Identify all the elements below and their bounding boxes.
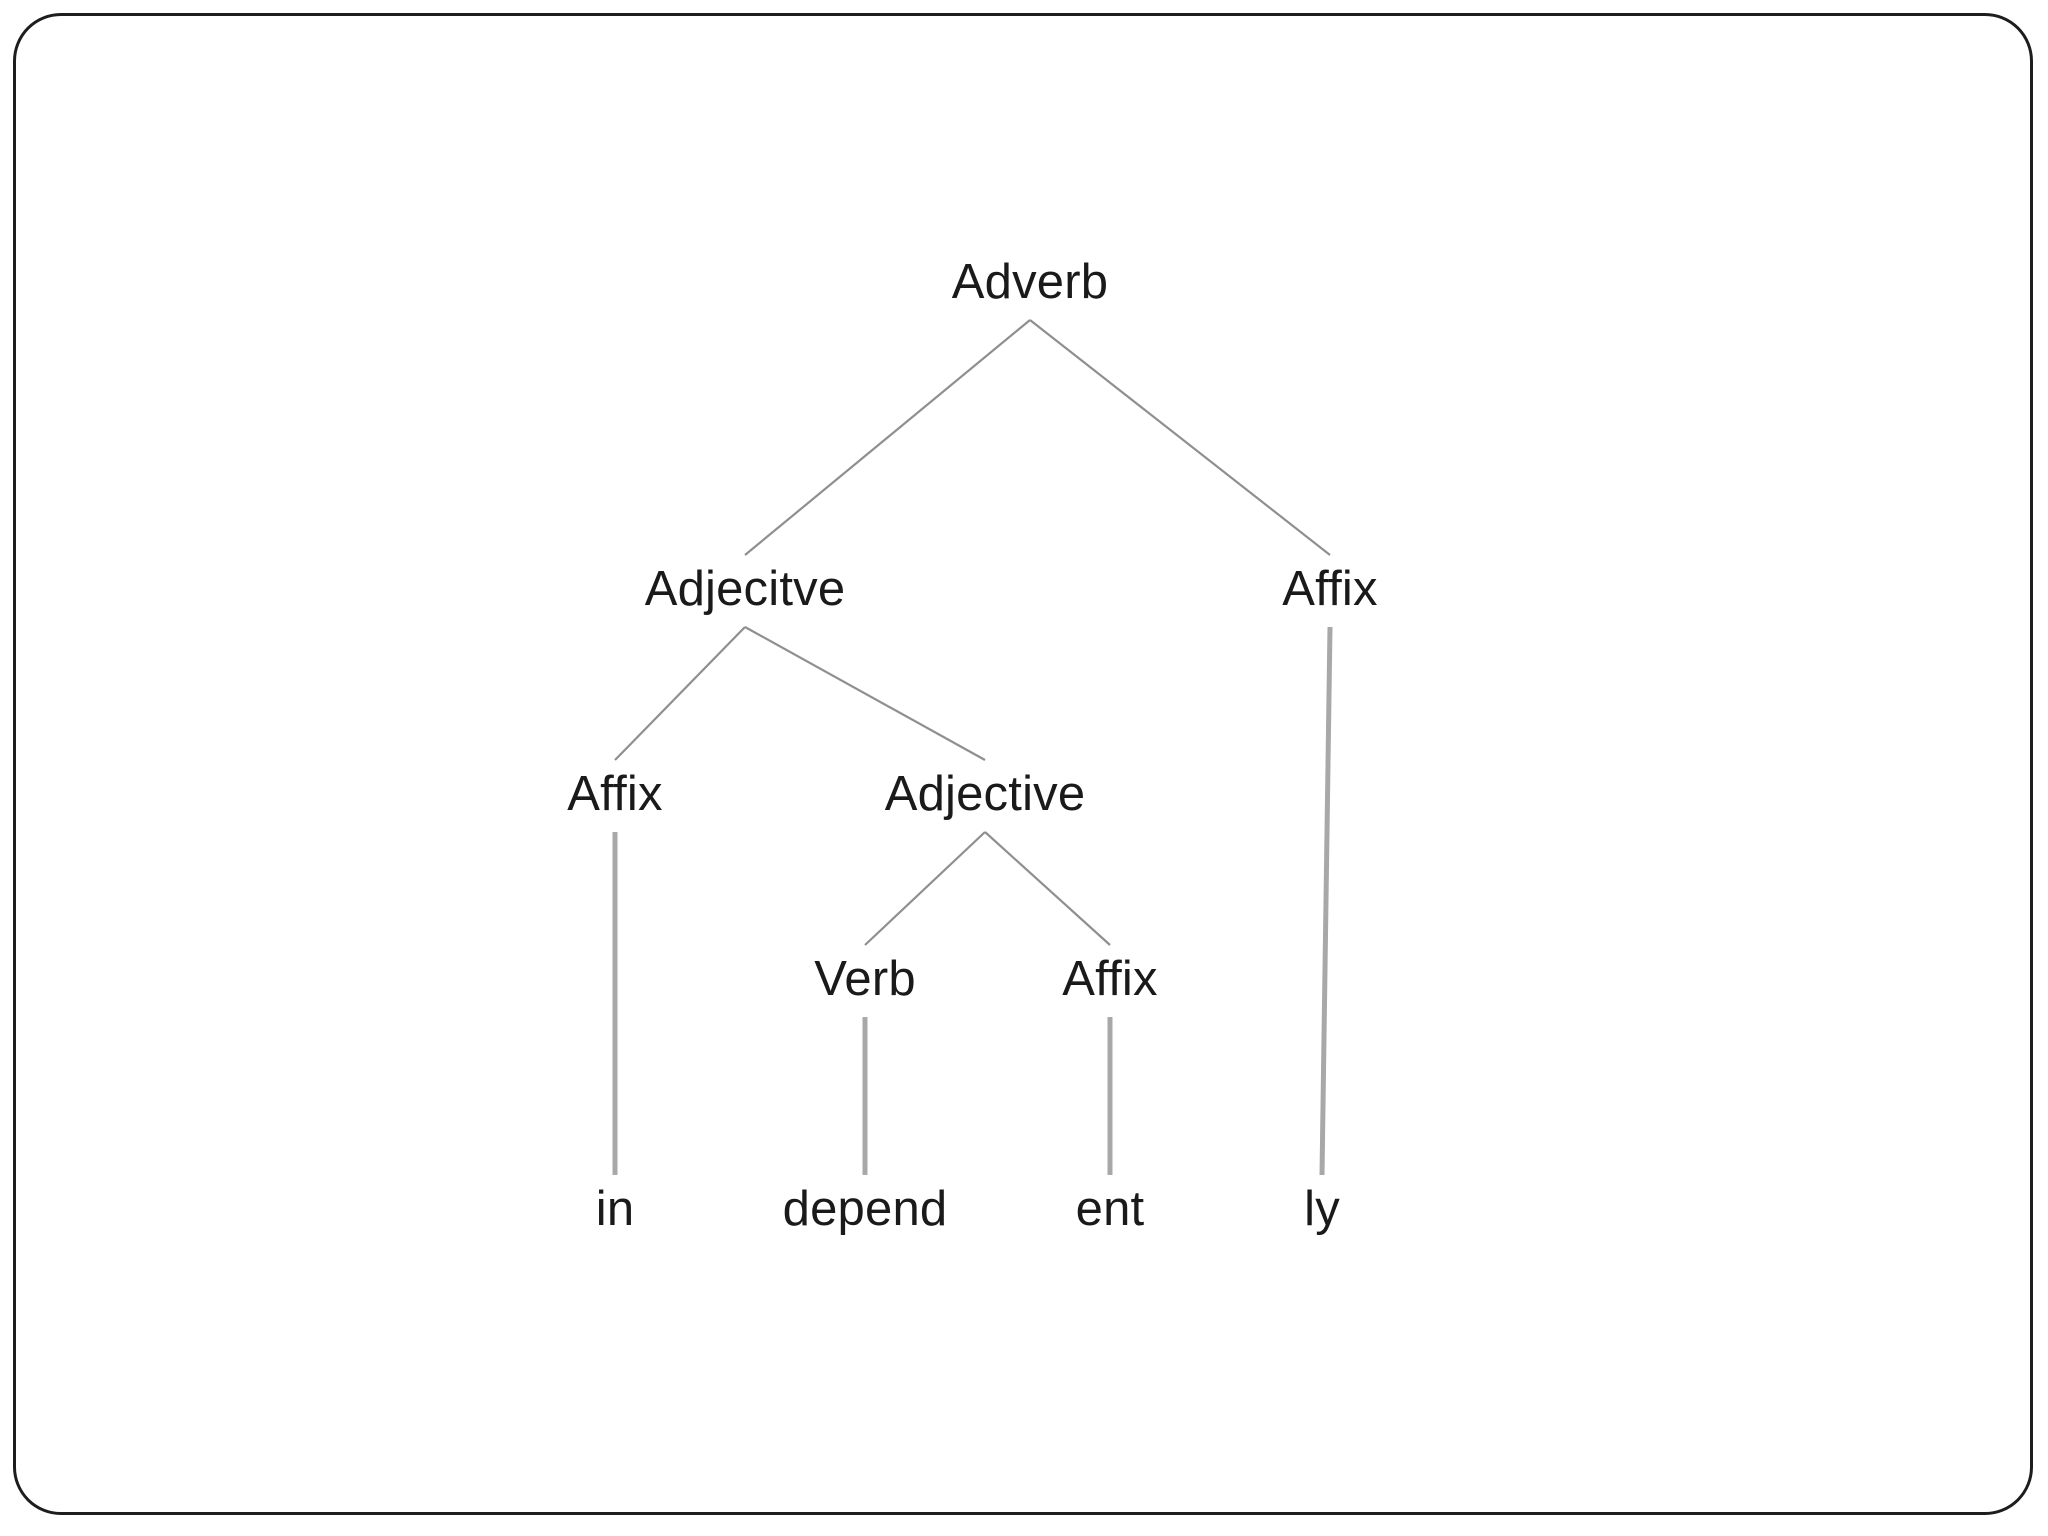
tree-leaf-ly: ly	[1304, 1182, 1340, 1236]
tree-node-verb: Verb	[814, 952, 916, 1006]
tree-leaf-ent: ent	[1075, 1182, 1145, 1236]
tree-node-adjective: Adjective	[884, 767, 1086, 821]
edge-adjective-affixent	[984, 831, 1111, 946]
edge-affixly-ly	[1319, 626, 1333, 1176]
tree-node-affix-in: Affix	[567, 767, 663, 821]
edge-adj-affixin	[614, 626, 746, 761]
tree-leaf-in: in	[595, 1182, 635, 1236]
tree-node-adverb: Adverb	[951, 255, 1109, 309]
tree-node-affix-ly: Affix	[1282, 562, 1378, 616]
tree-leaf-depend: depend	[782, 1182, 948, 1236]
tree-node-affix-ent: Affix	[1062, 952, 1158, 1006]
edge-adverb-affixly	[1029, 319, 1331, 556]
tree-node-adjecitve: Adjecitve	[644, 562, 846, 616]
edge-adverb-adjecitve	[744, 319, 1031, 556]
edge-adjective-verb	[864, 831, 986, 946]
edge-adj-adjective	[744, 626, 986, 761]
